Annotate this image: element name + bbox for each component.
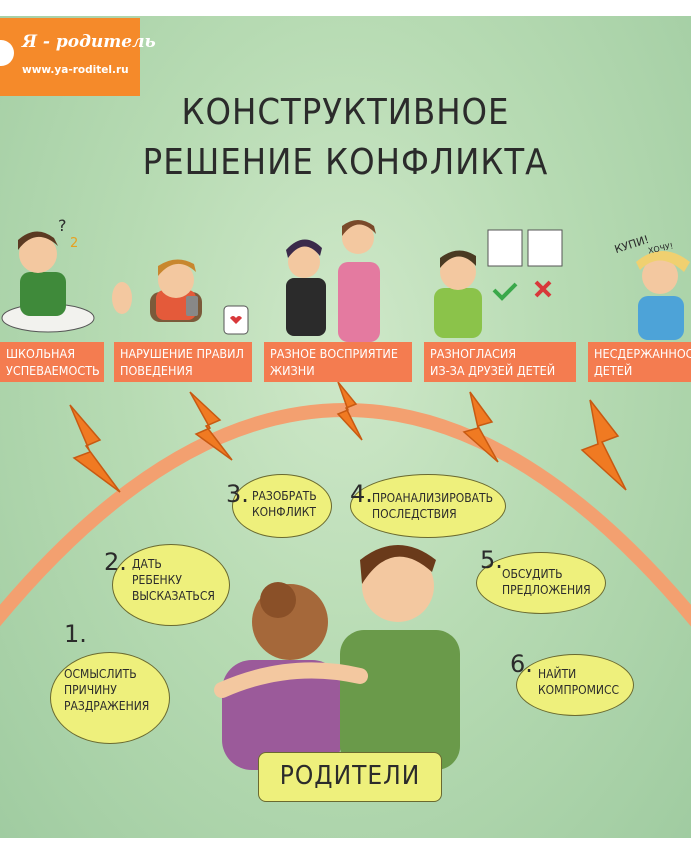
- parents-label: РОДИТЕЛИ: [258, 752, 442, 802]
- step-line: РАЗДРАЖЕНИЯ: [64, 699, 150, 713]
- step-line: КОНФЛИКТ: [252, 505, 317, 519]
- conflict-tag-line: ШКОЛЬНАЯ: [6, 346, 76, 361]
- boy-choosing-friends-icon: [434, 229, 563, 338]
- conflict-tag-line: НАРУШЕНИЕ ПРАВИЛ: [120, 346, 244, 361]
- step-6-bubble: [516, 654, 634, 716]
- logo-badge[interactable]: Я - родитель www.ya-roditel.ru: [0, 18, 156, 96]
- lightning-icon: [580, 399, 627, 491]
- step-line: ПРИЧИНУ: [64, 683, 117, 697]
- lightning-icon: [336, 381, 363, 441]
- boy-homework-icon: [1, 231, 95, 333]
- step-3-text: РАЗОБРАТЬ КОНФЛИКТ: [252, 488, 317, 520]
- step-1-text: ОСМЫСЛИТЬ ПРИЧИНУ РАЗДРАЖЕНИЯ: [64, 666, 149, 714]
- logo-name: Я - родитель: [22, 32, 156, 52]
- teen-and-mother-icon: [286, 220, 380, 342]
- step-line: ПОСЛЕДСТВИЯ: [372, 507, 457, 521]
- logo-circle-icon: [0, 40, 14, 66]
- conflict-tag-school: ШКОЛЬНАЯ УСПЕВАЕМОСТЬ: [0, 342, 104, 382]
- step-line: РАЗОБРАТЬ: [252, 489, 317, 503]
- step-line: ОБСУДИТЬ: [502, 567, 563, 581]
- step-2-text: ДАТЬ РЕБЕНКУ ВЫСКАЗАТЬСЯ: [132, 556, 215, 604]
- bottom-margin: [0, 838, 691, 864]
- step-2-bubble: [112, 544, 230, 626]
- step-line: КОМПРОМИСС: [538, 683, 620, 697]
- conflict-tag-line: ПОВЕДЕНИЯ: [120, 363, 193, 378]
- conflict-tag-line: НЕСДЕРЖАННОСТЬ: [594, 346, 691, 361]
- lightning-icon: [69, 404, 121, 493]
- conflict-tag-line: УСПЕВАЕМОСТЬ: [6, 363, 100, 378]
- step-4-bubble: [350, 474, 506, 538]
- boy-phone-icon: [112, 259, 249, 335]
- step-6-number: 6.: [510, 650, 533, 678]
- conflict-arc: [0, 403, 691, 627]
- step-5-text: ОБСУДИТЬ ПРЕДЛОЖЕНИЯ: [502, 566, 591, 598]
- step-2-number: 2.: [104, 548, 127, 576]
- step-1-number: 1.: [64, 620, 87, 648]
- logo-url: www.ya-roditel.ru: [22, 64, 129, 76]
- question-mark: ?: [58, 216, 67, 235]
- step-line: РЕБЕНКУ: [132, 573, 182, 587]
- step-line: ДАТЬ: [132, 557, 162, 571]
- step-line: ПРОАНАЛИЗИРОВАТЬ: [372, 491, 493, 505]
- title-line-2: РЕШЕНИЕ КОНФЛИКТА: [142, 142, 549, 183]
- step-4-number: 4.: [350, 480, 373, 508]
- conflict-tag-line: РАЗНОЕ ВОСПРИЯТИЕ: [270, 346, 398, 361]
- step-3-number: 3.: [226, 480, 249, 508]
- conflict-tag-temper: НЕСДЕРЖАННОСТЬ ДЕТЕЙ: [588, 342, 691, 382]
- girl-tantrum-icon: [636, 251, 690, 340]
- step-5-number: 5.: [480, 546, 503, 574]
- step-1-bubble: [50, 652, 170, 744]
- title-line-1: КОНСТРУКТИВНОЕ: [181, 92, 510, 133]
- step-line: ПРЕДЛОЖЕНИЯ: [502, 583, 591, 597]
- lightning-icon: [189, 391, 233, 461]
- lightning-icon: [462, 391, 499, 463]
- top-margin: [0, 0, 691, 16]
- step-4-text: ПРОАНАЛИЗИРОВАТЬ ПОСЛЕДСТВИЯ: [372, 490, 493, 522]
- conflict-tag-line: ИЗ-ЗА ДРУЗЕЙ ДЕТЕЙ: [430, 363, 556, 378]
- conflict-tag-friends: РАЗНОГЛАСИЯ ИЗ-ЗА ДРУЗЕЙ ДЕТЕЙ: [424, 342, 576, 382]
- step-3-bubble: [232, 474, 332, 538]
- conflict-tag-line: ДЕТЕЙ: [594, 363, 633, 378]
- conflict-tag-behavior: НАРУШЕНИЕ ПРАВИЛ ПОВЕДЕНИЯ: [114, 342, 252, 382]
- parents-illustration: [214, 545, 460, 770]
- conflict-tag-perception: РАЗНОЕ ВОСПРИЯТИЕ ЖИЗНИ: [264, 342, 412, 382]
- step-line: НАЙТИ: [538, 667, 577, 681]
- step-line: ОСМЫСЛИТЬ: [64, 667, 137, 681]
- homework-number: 2: [70, 236, 79, 251]
- conflict-tag-line: РАЗНОГЛАСИЯ: [430, 346, 517, 361]
- conflict-tag-line: ЖИЗНИ: [270, 363, 315, 378]
- step-line: ВЫСКАЗАТЬСЯ: [132, 589, 215, 603]
- step-6-text: НАЙТИ КОМПРОМИСС: [538, 666, 619, 698]
- step-5-bubble: [476, 552, 606, 614]
